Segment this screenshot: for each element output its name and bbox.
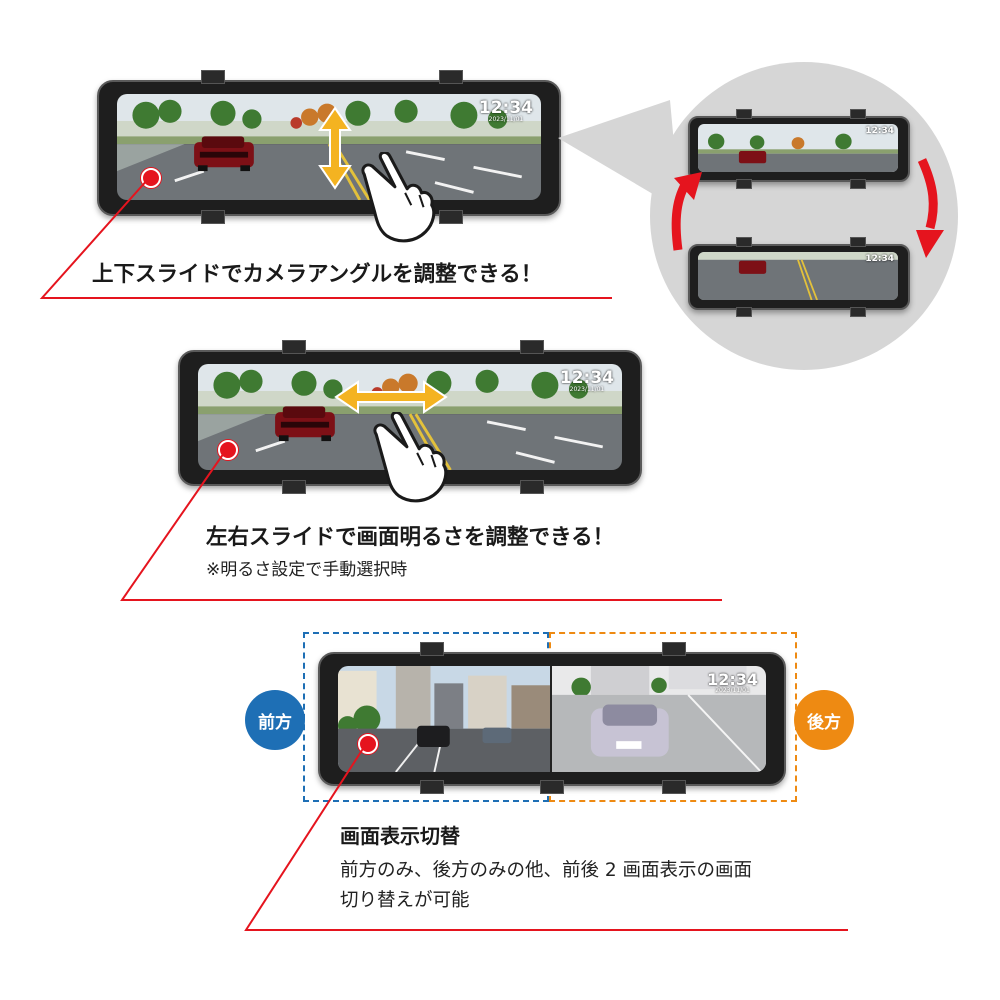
- mirror-screen-1[interactable]: 12:34 2023/11/01: [117, 94, 541, 200]
- clock-readout: 12:34: [865, 127, 894, 136]
- clock-time: 12:34: [865, 254, 894, 264]
- clock-date: 2023/11/01: [715, 687, 750, 694]
- clock-time: 12:34: [707, 670, 758, 689]
- split-screen[interactable]: 12:34 2023/11/01: [338, 666, 766, 772]
- inset-screen-bottom: 12:34: [698, 252, 898, 300]
- red-pointer-dot: [141, 168, 161, 188]
- vertical-double-arrow-icon: [318, 106, 352, 190]
- clock-readout: 12:34 2023/11/01: [560, 370, 614, 393]
- caption-brightness: 左右スライドで画面明るさを調整できる！: [206, 525, 615, 550]
- clock-date: 2023/11/01: [569, 386, 605, 393]
- callout-wedge: [558, 100, 680, 210]
- clock-readout: 12:34 2023/11/01: [707, 672, 758, 694]
- mirror-screen-2[interactable]: 12:34 2023/11/01: [198, 364, 622, 470]
- mount-tab: [439, 70, 463, 84]
- horizontal-double-arrow-icon: [334, 380, 448, 414]
- clock-readout: 12:34: [865, 255, 894, 264]
- clock-time: 12:34: [559, 368, 614, 388]
- clock-time: 12:34: [865, 126, 894, 136]
- mirror-device-inset-top: 12:34: [688, 109, 910, 189]
- inset-screen-top: 12:34: [698, 124, 898, 172]
- street-scene-image: [698, 124, 898, 172]
- caption-camera-angle: 上下スライドでカメラアングルを調整できる！: [92, 262, 543, 287]
- mirror-device-1: 12:34 2023/11/01: [97, 70, 561, 224]
- front-badge: 前方: [245, 690, 305, 750]
- mount-tab: [282, 480, 306, 494]
- rear-badge: 後方: [794, 690, 854, 750]
- mirror-device-inset-bottom: 12:34: [688, 237, 910, 317]
- mount-tab: [520, 340, 544, 354]
- display-switch-desc-line1: 前方のみ、後方のみの他、前後 2 画面表示の画面: [340, 860, 753, 881]
- mount-tab: [662, 642, 686, 656]
- clock-readout: 12:34 2023/11/01: [479, 100, 533, 123]
- mount-tab: [201, 70, 225, 84]
- mount-tab: [420, 642, 444, 656]
- mount-tab: [439, 210, 463, 224]
- mirror-device-3: 12:34 2023/11/01: [318, 642, 786, 794]
- mount-tab: [420, 780, 444, 794]
- mount-tab: [662, 780, 686, 794]
- mount-tab: [520, 480, 544, 494]
- street-scene-image: [698, 252, 898, 300]
- split-divider: [550, 666, 552, 772]
- clock-time: 12:34: [478, 98, 533, 118]
- rotate-arrow-icon: [671, 158, 944, 258]
- angle-inset-circle: [650, 62, 958, 370]
- display-switch-desc-line2: 切り替えが可能: [340, 890, 470, 911]
- brightness-note: ※明るさ設定で手動選択時: [206, 560, 408, 580]
- mount-tab: [540, 780, 564, 794]
- mount-tab: [282, 340, 306, 354]
- mount-tab: [201, 210, 225, 224]
- clock-date: 2023/11/01: [488, 116, 524, 123]
- display-switch-title: 画面表示切替: [340, 824, 460, 848]
